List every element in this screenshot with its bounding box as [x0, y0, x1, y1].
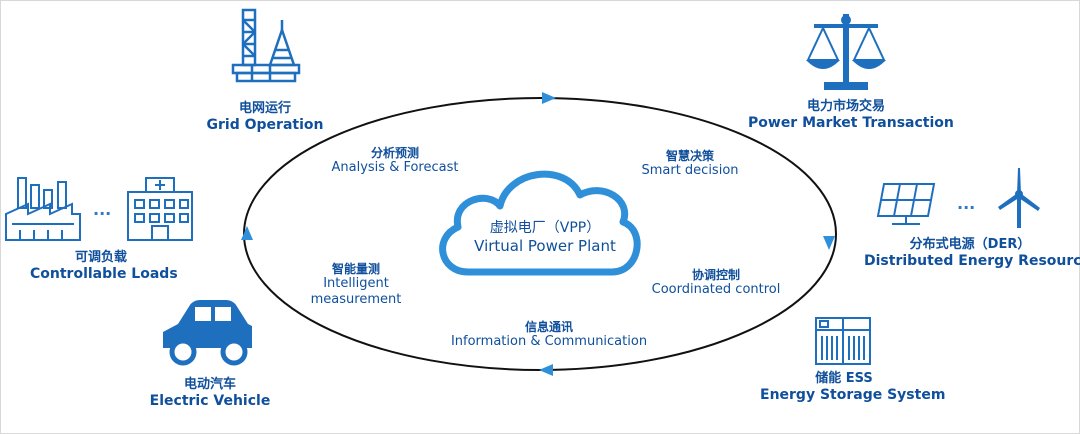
grid-zh: 电网运行 — [238, 101, 291, 116]
loads-en: Controllable Loads — [30, 265, 178, 282]
vpp-zh: 虚拟电厂（VPP） — [489, 220, 601, 236]
analysis-zh: 分析预测 — [370, 146, 419, 160]
smart-en: Smart decision — [641, 163, 739, 179]
der-ellipsis: ... — [957, 194, 976, 213]
coord-en: Coordinated control — [651, 282, 781, 298]
measure-en1: Intelligent — [323, 276, 389, 292]
vpp-en: Virtual Power Plant — [474, 237, 616, 256]
measure-zh: 智能量测 — [331, 262, 380, 276]
coord-zh: 协调控制 — [691, 268, 740, 282]
grid-tower-icon — [231, 8, 301, 83]
cloud-icon — [439, 170, 641, 276]
analysis-forecast-label: 分析预测 Analysis & Forecast — [320, 146, 470, 176]
ess-en: Energy Storage System — [760, 386, 946, 403]
loads-label: 可调负载 Controllable Loads — [30, 250, 178, 282]
car-icon — [163, 300, 252, 366]
hospital-icon — [127, 177, 193, 241]
grid-en: Grid Operation — [206, 116, 324, 133]
power-market-label: 电力市场交易 Power Market Transaction — [748, 99, 954, 131]
wind-turbine-icon — [998, 168, 1040, 228]
intelligent-measurement-label: 智能量测 Intelligent measurement — [296, 262, 416, 308]
info-communication-label: 信息通讯 Information & Communication — [434, 320, 664, 350]
ev-zh: 电动汽车 — [183, 377, 236, 392]
der-en: Distributed Energy Resources — [864, 252, 1080, 269]
loads-zh: 可调负载 — [74, 250, 127, 265]
factory-icon — [5, 177, 81, 241]
ess-zh: 储能 ESS — [815, 371, 873, 386]
loads-ellipsis: ... — [93, 200, 112, 219]
der-zh: 分布式电源（DER） — [909, 237, 1031, 252]
coordinated-control-label: 协调控制 Coordinated control — [636, 268, 796, 298]
info-en: Information & Communication — [450, 334, 648, 350]
smart-decision-label: 智慧决策 Smart decision — [628, 149, 752, 179]
market-en: Power Market Transaction — [748, 114, 954, 131]
vpp-center-label: 虚拟电厂（VPP） Virtual Power Plant — [445, 219, 645, 257]
ess-label: 储能 ESS Energy Storage System — [760, 371, 946, 403]
ev-en: Electric Vehicle — [149, 392, 271, 409]
smart-zh: 智慧决策 — [665, 149, 714, 163]
analysis-en: Analysis & Forecast — [331, 160, 459, 176]
measure-en2: measurement — [310, 291, 402, 307]
arrow-left — [241, 226, 253, 240]
storage-cabinet-icon — [815, 317, 871, 365]
der-label: 分布式电源（DER） Distributed Energy Resources — [864, 237, 1080, 269]
market-zh: 电力市场交易 — [806, 99, 885, 114]
info-zh: 信息通讯 — [524, 320, 573, 334]
solar-panel-icon — [876, 183, 936, 225]
arrow-top — [542, 92, 556, 104]
arrow-right — [823, 236, 835, 250]
arrow-bottom — [539, 364, 553, 376]
grid-operation-label: 电网运行 Grid Operation — [195, 101, 335, 133]
scales-icon — [806, 14, 886, 90]
ev-label: 电动汽车 Electric Vehicle — [145, 377, 275, 409]
